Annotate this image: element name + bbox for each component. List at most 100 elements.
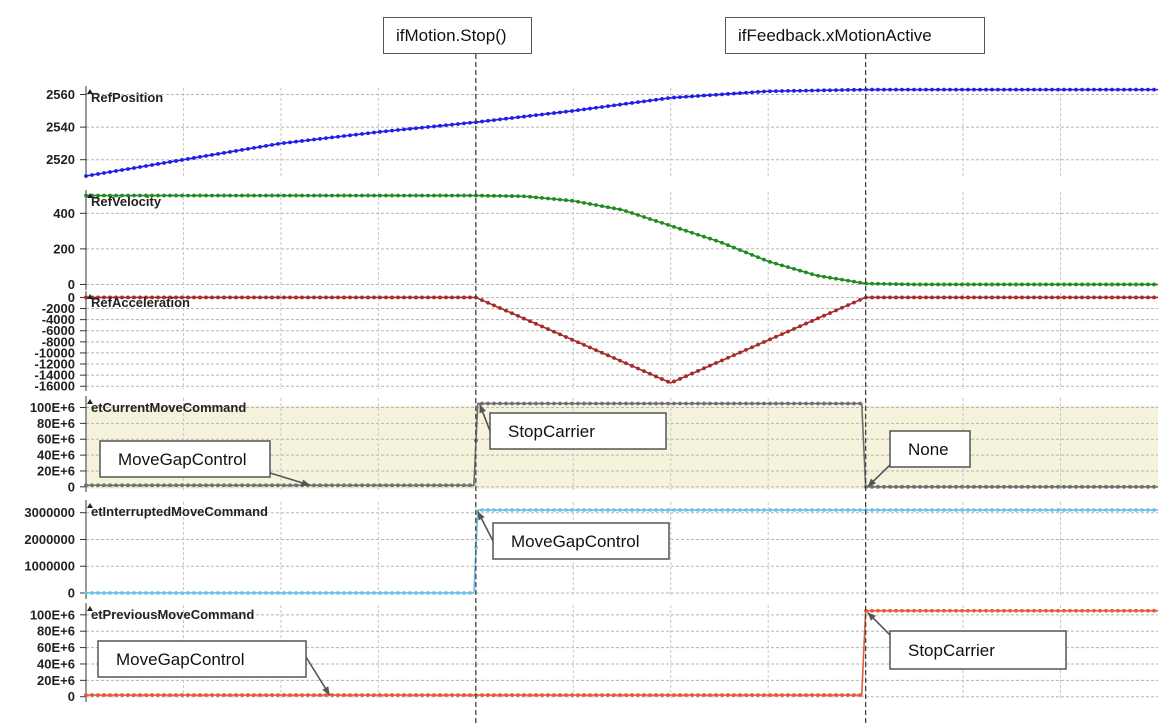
series-point	[1146, 484, 1150, 489]
series-point	[1062, 608, 1066, 613]
series-point	[678, 95, 682, 100]
series-point	[594, 105, 598, 110]
series-point	[318, 295, 322, 300]
series-point	[948, 87, 952, 92]
series-point	[234, 591, 238, 595]
series-point	[324, 136, 328, 141]
series-point	[852, 300, 856, 305]
series-point	[558, 197, 562, 202]
series-point	[750, 345, 754, 350]
series-point	[960, 282, 964, 287]
series-point	[150, 163, 154, 167]
series-point	[336, 591, 340, 595]
series-point	[654, 693, 658, 697]
series-point	[426, 193, 430, 198]
series-point	[156, 693, 160, 697]
series-point	[192, 156, 196, 160]
series-point	[282, 295, 286, 300]
series-point	[906, 508, 910, 512]
series-point	[222, 591, 226, 595]
series-point	[642, 99, 646, 104]
series-point	[168, 160, 172, 164]
series-point	[330, 135, 334, 140]
series-point	[1008, 484, 1012, 489]
series-point	[642, 401, 646, 406]
series-point	[618, 102, 622, 107]
series-point	[996, 608, 1000, 613]
series-point	[246, 193, 250, 198]
series-point	[390, 591, 394, 595]
series-point	[900, 508, 904, 512]
series-point	[882, 295, 886, 300]
series-point	[804, 321, 808, 326]
series-point	[942, 87, 946, 92]
series-point	[606, 401, 610, 406]
series-point	[204, 483, 208, 488]
series-point	[516, 508, 520, 512]
y-tick-label: -8000	[42, 334, 75, 349]
series-point	[1032, 508, 1036, 512]
series-point	[888, 508, 892, 512]
series-point	[600, 508, 604, 512]
series-point	[1098, 608, 1102, 613]
series-point	[1104, 295, 1108, 300]
series-point	[252, 146, 256, 150]
series-point	[882, 608, 886, 613]
series-point	[1152, 295, 1156, 300]
marker-label-motion-active: ifFeedback.xMotionActive	[725, 17, 985, 54]
series-point	[708, 236, 712, 241]
y-tick-label: 2540	[46, 120, 75, 135]
series-point	[186, 295, 190, 300]
series-point	[138, 693, 142, 697]
series-point	[1152, 87, 1156, 92]
callout-box	[489, 412, 667, 450]
series-point	[972, 282, 976, 287]
series-point	[978, 608, 982, 613]
series-point	[180, 483, 184, 488]
series-point	[978, 295, 982, 300]
series-point	[930, 295, 934, 300]
series-point	[942, 282, 946, 287]
series-point	[654, 219, 658, 223]
series-point	[378, 295, 382, 300]
panel-title-marker	[87, 606, 93, 611]
series-point	[528, 113, 532, 118]
series-point	[174, 591, 178, 595]
series-point	[984, 508, 988, 512]
series-point	[834, 693, 838, 697]
series-point	[900, 282, 904, 287]
series-point	[126, 591, 130, 595]
series-point	[786, 89, 790, 93]
series-point	[486, 118, 490, 123]
series-point	[420, 483, 424, 488]
series-point	[588, 202, 592, 206]
series-point	[294, 591, 298, 595]
series-point	[798, 268, 802, 273]
series-point	[870, 87, 874, 92]
series-point	[252, 591, 256, 595]
series-point	[1002, 282, 1006, 287]
series-point	[762, 693, 766, 697]
series-point	[1050, 87, 1054, 92]
series-point	[498, 306, 502, 310]
series-point	[468, 693, 472, 697]
series-point	[312, 137, 316, 142]
series-point	[378, 483, 382, 488]
series-point	[564, 401, 568, 406]
series-point	[804, 693, 808, 697]
series-point	[912, 508, 916, 512]
series-point	[1152, 508, 1156, 512]
series-point	[264, 693, 268, 697]
series-point	[1140, 484, 1144, 489]
series-point	[1116, 295, 1120, 300]
series-point	[588, 345, 592, 350]
series-point	[990, 282, 994, 287]
series-point	[288, 295, 292, 300]
series-point	[540, 693, 544, 697]
series-point	[90, 173, 94, 177]
series-point	[1008, 87, 1012, 92]
series-point	[474, 545, 478, 550]
series-point	[468, 193, 472, 198]
series-point	[948, 282, 952, 287]
series-point	[1080, 508, 1084, 512]
